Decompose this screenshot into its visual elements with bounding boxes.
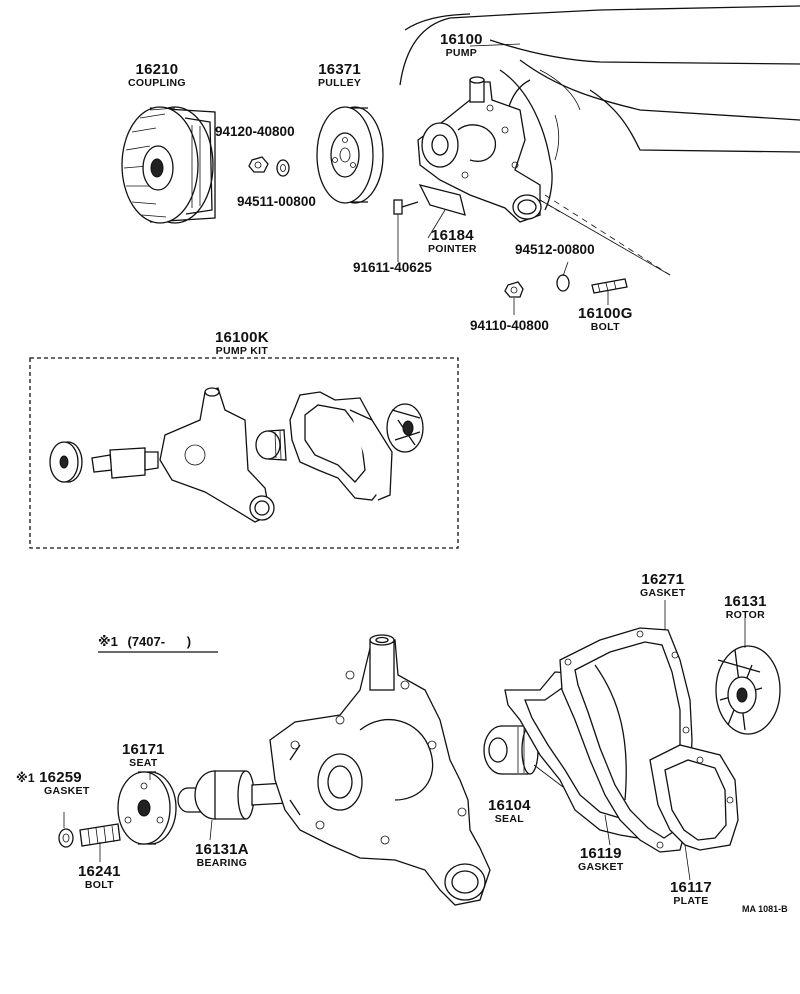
label-washer-right: 94512-00800: [515, 242, 595, 257]
washer-94512: [556, 274, 570, 292]
label-seat: 16171 SEAT: [122, 741, 165, 769]
label-plate: 16117 PLATE: [670, 879, 712, 907]
label-pump-kit: 16100K PUMP KIT: [215, 329, 269, 357]
pump-kit-frame: [29, 357, 459, 549]
label-gasket-small: ※1 16259 GASKET: [16, 769, 90, 797]
seat-16171: [117, 771, 177, 845]
pulley-part: [316, 106, 384, 204]
label-nut-right: 94110-40800: [470, 318, 549, 333]
label-pulley: 16371 PULLEY: [318, 61, 362, 89]
label-gasket-body: 16119 GASKET: [578, 845, 624, 873]
washer-94511: [276, 159, 290, 177]
coupling-part: [121, 106, 216, 224]
revision-note: ※1 (7407- ): [98, 634, 191, 650]
label-rotor: 16131 ROTOR: [724, 593, 767, 621]
note-mark: ※1: [98, 634, 118, 649]
label-bearing: 16131A BEARING: [195, 841, 249, 869]
nut-94110: [504, 281, 524, 298]
bolt-16100G: [591, 278, 628, 294]
label-seal: 16104 SEAL: [488, 797, 531, 825]
leader-lines: [63, 43, 746, 862]
label-bolt-pointer: 91611-40625: [353, 260, 432, 275]
label-gasket-plate: 16271 GASKET: [640, 571, 686, 599]
plate-16117: [649, 744, 739, 881]
bearing-16131A: [177, 770, 306, 820]
gasket-small-no: 16259: [39, 769, 82, 786]
label-pump: 16100 PUMP: [440, 31, 483, 59]
label-coupling: 16210 COUPLING: [128, 61, 186, 89]
gasket-small-mark: ※1: [16, 771, 35, 785]
label-bolt-small: 16241 BOLT: [78, 863, 121, 891]
pump-kit-contents: [49, 387, 424, 523]
note-text: (7407- ): [127, 634, 192, 649]
pump-body: [269, 634, 491, 906]
label-nut-top: 94120-40800: [215, 124, 295, 139]
bolt-91611: [393, 199, 419, 215]
nut-94120: [248, 156, 269, 173]
reference-code: MA 1081-B: [742, 904, 788, 914]
engine-outline: [399, 5, 800, 211]
label-pointer: 16184 POINTER: [428, 227, 477, 255]
label-bolt-pump: 16100G BOLT: [578, 305, 633, 333]
label-washer-top: 94511-00800: [237, 194, 316, 209]
pump-assembly: [417, 76, 671, 276]
rotor-16131: [715, 645, 781, 735]
gasket-16259: [58, 828, 74, 848]
bolt-16241: [79, 823, 121, 847]
